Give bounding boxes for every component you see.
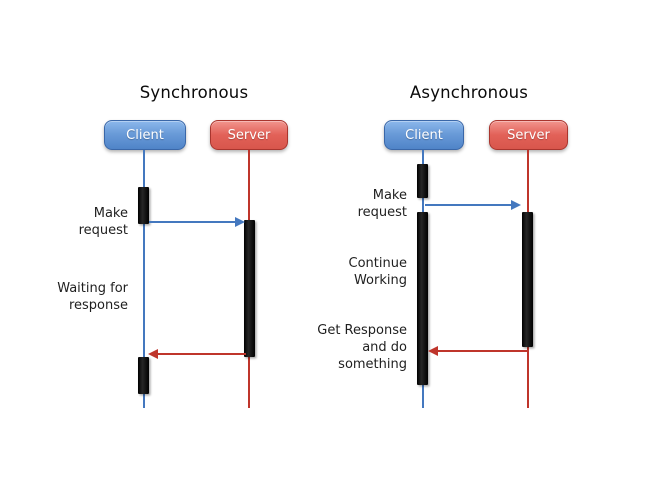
sync-response-arrowhead-icon — [148, 349, 158, 359]
async-client-actor-box: Client — [384, 120, 464, 150]
sync-annotation-waiting-for-response: Waiting for response — [57, 281, 128, 313]
sync-request-arrowhead-icon — [235, 217, 245, 227]
sync-client-activation-bar-1 — [138, 187, 149, 224]
async-server-activation-bar — [522, 212, 533, 347]
async-annotation-make-request: Make request — [357, 188, 407, 220]
async-client-activation-bar-2 — [417, 212, 428, 385]
sync-annotation-make-request: Make request — [78, 206, 128, 238]
async-client-label: Client — [405, 127, 443, 143]
async-response-arrow-line — [438, 350, 529, 352]
sync-client-activation-bar-2 — [138, 357, 149, 394]
async-annotation-get-response: Get Response and do something — [317, 323, 407, 372]
sync-client-lifeline — [143, 150, 145, 408]
async-request-arrow-line — [425, 204, 512, 206]
sync-request-arrow-line — [149, 221, 236, 223]
async-annotation-continue-working: Continue Working — [348, 256, 407, 288]
async-response-arrowhead-icon — [428, 346, 438, 356]
sync-response-arrow-line — [158, 353, 246, 355]
async-client-activation-bar-1 — [417, 164, 428, 198]
asynchronous-title: Asynchronous — [409, 83, 529, 102]
sync-client-actor-box: Client — [104, 120, 186, 150]
async-request-arrowhead-icon — [511, 200, 521, 210]
async-server-label: Server — [507, 127, 550, 143]
sync-server-label: Server — [227, 127, 271, 143]
sync-server-actor-box: Server — [210, 120, 288, 150]
sync-server-activation-bar — [244, 220, 255, 357]
async-server-actor-box: Server — [489, 120, 568, 150]
synchronous-title: Synchronous — [139, 83, 249, 102]
sync-client-label: Client — [126, 127, 164, 143]
